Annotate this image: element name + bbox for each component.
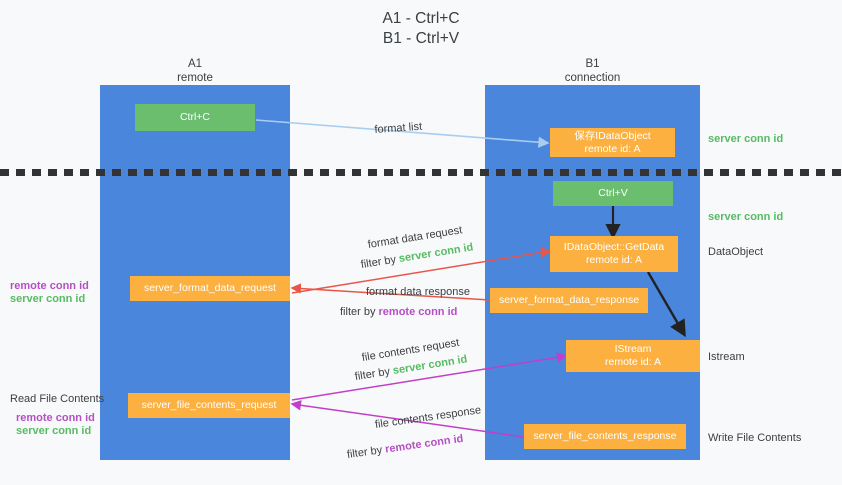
right-label-istream: Istream xyxy=(708,351,745,363)
getdata-line1: IDataObject::GetData xyxy=(563,241,665,253)
page-title: A1 - Ctrl+C B1 - Ctrl+V xyxy=(0,9,842,49)
server-file-contents-response-box[interactable]: server_file_contents_response xyxy=(524,424,686,449)
lane-a1-name: A1 xyxy=(187,58,203,70)
ctrl-c-box[interactable]: Ctrl+C xyxy=(135,104,255,131)
filter-prefix: filter by xyxy=(340,306,379,318)
left-label-server-conn-id-mid: server conn id xyxy=(10,293,86,305)
server-file-contents-response-label: server_file_contents_response xyxy=(533,430,677,442)
istream-line2: remote id: A xyxy=(604,356,662,368)
lane-a1-sub: remote xyxy=(177,71,213,84)
lane-b1-name: B1 xyxy=(585,58,600,70)
lane-header-a1: A1 remote xyxy=(100,58,290,85)
save-idataobject-line1: 保存IDataObject xyxy=(574,129,651,142)
filter-prefix: filter by xyxy=(359,253,400,272)
save-idataobject-line2: remote id: A xyxy=(584,142,641,155)
left-label-server-conn-id-bottom: server conn id xyxy=(16,425,92,437)
save-idataobject-box[interactable]: 保存IDataObject remote id: A xyxy=(550,128,675,157)
server-format-data-request-box[interactable]: server_format_data_request xyxy=(130,276,290,301)
right-label-server-conn-id-top: server conn id xyxy=(708,133,784,145)
istream-line1: IStream xyxy=(614,343,652,355)
istream-box[interactable]: IStream remote id: A xyxy=(566,340,700,372)
annotation-format-list: format list xyxy=(374,120,423,137)
server-format-data-response-label: server_format_data_response xyxy=(498,294,640,306)
server-file-contents-request-label: server_file_contents_request xyxy=(141,399,277,411)
annotation-format-data-response-filter: filter by remote conn id xyxy=(340,305,457,319)
annotation-file-contents-response-filter: filter by remote conn id xyxy=(346,432,464,462)
ctrl-c-label: Ctrl+C xyxy=(179,111,211,123)
server-format-data-request-label: server_format_data_request xyxy=(144,282,276,294)
idataobject-getdata-box[interactable]: IDataObject::GetData remote id: A xyxy=(550,236,678,272)
filter-prefix: filter by xyxy=(353,365,394,384)
ctrl-v-box[interactable]: Ctrl+V xyxy=(553,181,673,206)
left-label-remote-conn-id-bottom: remote conn id xyxy=(16,412,95,424)
server-file-contents-request-box[interactable]: server_file_contents_request xyxy=(128,393,290,418)
right-label-server-conn-id-mid: server conn id xyxy=(708,211,784,223)
server-format-data-response-box[interactable]: server_format_data_response xyxy=(490,288,648,313)
lane-header-b1: B1 connection xyxy=(485,58,700,85)
annotation-format-data-response: format data response xyxy=(366,286,470,298)
right-label-dataobject: DataObject xyxy=(708,246,764,258)
title-line-1: A1 - Ctrl+C xyxy=(382,10,460,27)
right-label-write-file-contents: Write File Contents xyxy=(708,432,802,444)
ctrl-v-label: Ctrl+V xyxy=(598,187,628,199)
getdata-line2: remote id: A xyxy=(585,254,643,266)
annotation-file-contents-response: file contents response xyxy=(374,404,482,432)
filter-value-remote-conn-id: remote conn id xyxy=(384,432,465,456)
left-label-read-file-contents: Read File Contents xyxy=(10,393,105,405)
title-line-2: B1 - Ctrl+V xyxy=(382,30,460,47)
filter-value-remote-conn-id: remote conn id xyxy=(378,306,458,318)
filter-prefix: filter by xyxy=(346,443,387,462)
left-label-remote-conn-id-mid: remote conn id xyxy=(10,280,89,292)
lane-b1-sub: connection xyxy=(564,71,621,84)
